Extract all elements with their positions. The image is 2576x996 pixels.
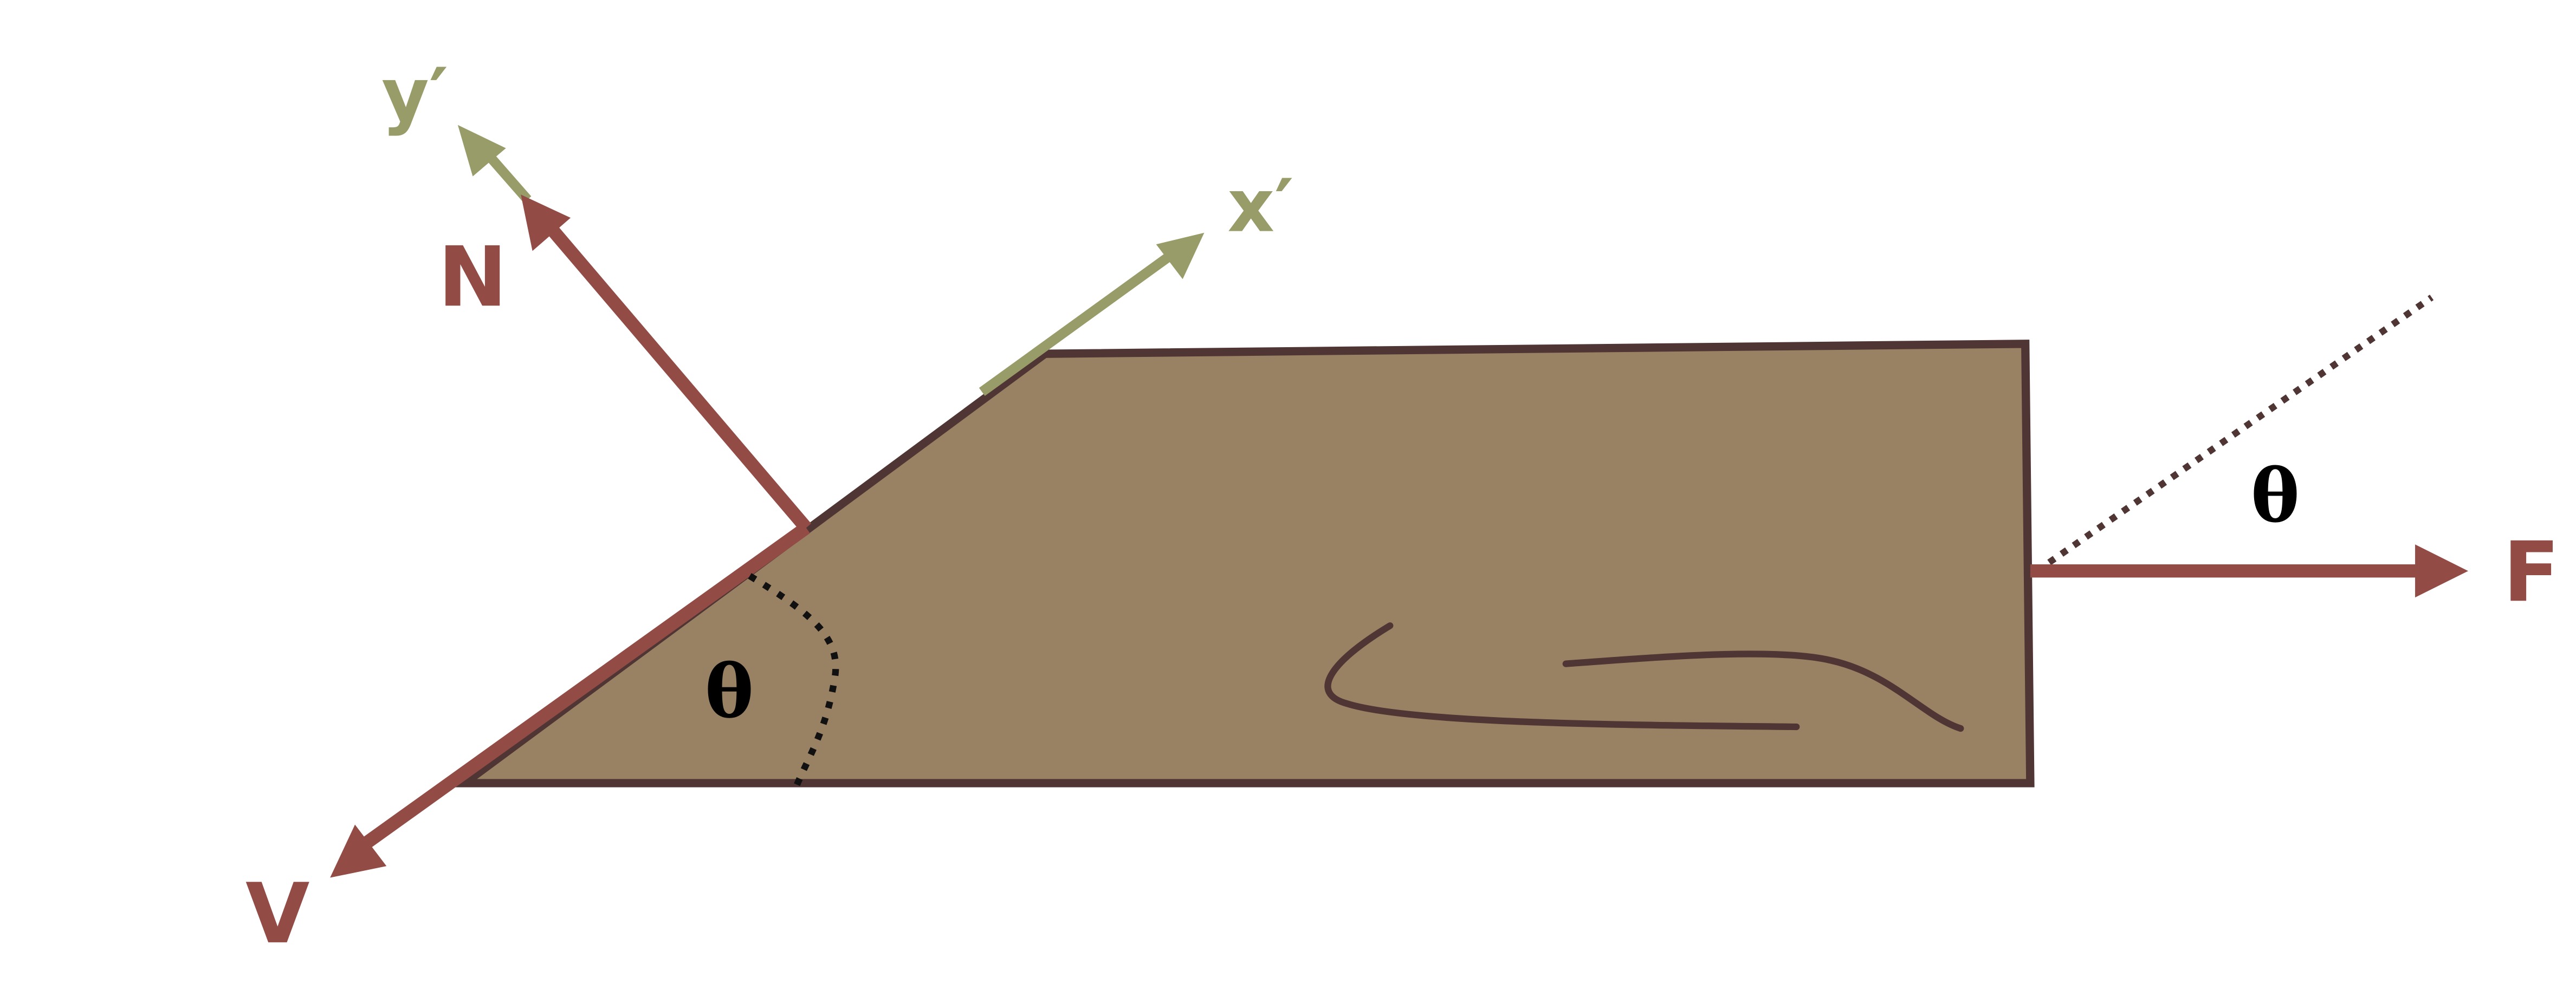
normal-force-arrow [521,194,812,532]
y-prime-label: y′ [381,53,448,138]
x-prime-label: x′ [1227,164,1293,249]
x-prime-arrowhead-icon [1156,232,1205,279]
applied-force-arrowhead-icon [2415,544,2469,598]
y-prime-arrowhead-icon [457,125,506,177]
applied-force-arrow [2030,544,2469,598]
shear-force-arrow [330,522,810,878]
shear-force-line [351,522,810,857]
force-angle-label: θ [2251,453,2300,538]
break-line-right [1562,650,1964,732]
applied-force-label: F [2503,524,2560,621]
force-reference-line [2035,295,2434,574]
x-prime-axis [979,232,1205,396]
cut-angle-label: θ [705,649,754,734]
cut-angle-arc [748,573,839,788]
block-body [451,340,2035,787]
break-line-left [1324,622,1800,731]
normal-force-label: N [438,229,507,326]
y-prime-axis [457,125,532,203]
normal-force-arrowhead-icon [521,194,571,251]
shear-force-arrowhead-icon [330,824,387,878]
break-lines-icon [1324,622,1964,732]
normal-force-line [535,212,812,532]
x-prime-axis-line [979,249,1177,396]
shear-force-label: V [245,866,309,962]
